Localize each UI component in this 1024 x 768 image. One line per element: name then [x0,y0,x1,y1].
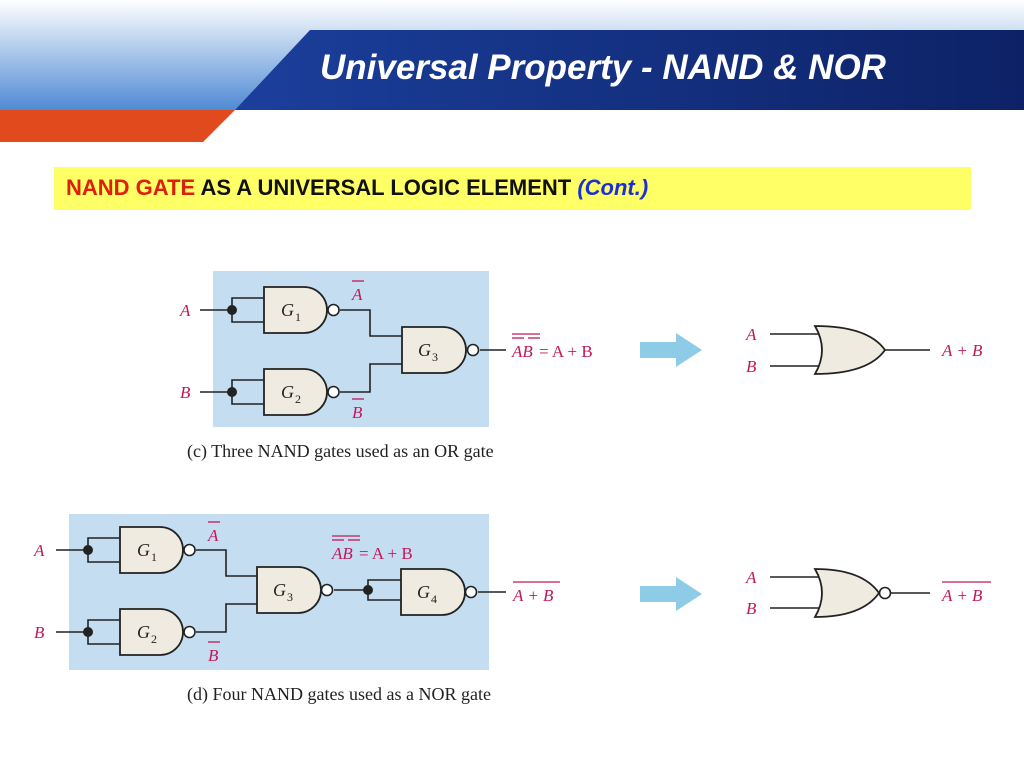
inversion-bubble [464,585,478,599]
nand-gate-g3: G 3 [401,326,480,374]
junction-dot-b [83,627,93,637]
junction-dot-a [83,545,93,555]
header-band [0,0,1024,142]
gate-label: G [281,382,294,402]
inversion-bubble [327,303,340,317]
input-a-label: A [33,541,45,560]
input-b-label: B [180,383,191,402]
equiv-b-label: B [746,599,757,618]
input-a-label: A [179,301,191,320]
gate-subscript: 1 [295,310,301,324]
output-expression: A + B [512,586,554,605]
banner-cont: (Cont.) [577,175,649,200]
inversion-bubble [320,583,334,597]
inversion-bubble [466,343,480,357]
section-banner: NAND GATE AS A UNIVERSAL LOGIC ELEMENT (… [54,167,971,210]
figure-d: G 1 G 2 G 3 G 4 A B A [33,514,991,705]
gate-subscript: 2 [295,392,301,406]
nand-gate-g2: G 2 [119,608,196,656]
junction-dot-b [227,387,237,397]
mid-expression-rhs: = A + B [359,544,413,563]
inversion-bubble [327,385,340,399]
mid-expression-lhs: AB [331,544,353,563]
equiv-output-label: A + B [941,586,983,605]
nand-gate-body [119,608,184,656]
gate-label: G [273,580,286,600]
inversion-bubble [878,586,892,600]
header-dark-band [235,30,1024,110]
junction-dot-g3 [363,585,373,595]
right-arrow-icon [640,577,702,611]
or-gate-symbol [770,325,930,375]
a-bar-label: A [207,526,219,545]
gate-subscript: 2 [151,632,157,646]
nand-gate-body [400,568,466,616]
output-expression-rhs: = A + B [539,342,593,361]
gate-label: G [418,340,431,360]
nand-gate-body [401,326,467,374]
figure-c-caption: (c) Three NAND gates used as an OR gate [187,441,494,462]
gate-label: G [137,622,150,642]
output-expression-lhs: AB [511,342,533,361]
banner-nand-gate: NAND GATE [66,175,196,200]
figure-d-caption: (d) Four NAND gates used as a NOR gate [187,684,491,705]
b-bar-label: B [208,646,219,665]
or-gate-body [813,325,887,375]
gate-subscript: 3 [287,590,293,604]
header-orange-accent [0,110,235,142]
right-arrow-icon [640,333,702,367]
slide-title: Universal Property - NAND & NOR [320,48,886,87]
input-b-label: B [34,623,45,642]
nand-gate-g1: G 1 [263,286,340,334]
a-bar-label: A [351,285,363,304]
nand-gate-body [263,286,328,334]
nand-gate-g2: G 2 [263,368,340,416]
inversion-bubble [183,625,196,639]
b-bar-label: B [352,403,363,422]
nor-gate-body [813,568,881,618]
nor-gate-symbol [770,568,930,618]
equiv-a-label: A [745,568,757,587]
equiv-a-label: A [745,325,757,344]
nand-gate-body [119,526,184,574]
gate-label: G [281,300,294,320]
equiv-output-label: A + B [941,341,983,360]
equiv-b-label: B [746,357,757,376]
figure-c: G 1 G 2 G 3 A B A B AB = A + B [179,271,983,462]
nand-gate-body [263,368,328,416]
nand-gate-body [256,566,322,614]
gate-subscript: 4 [431,592,437,606]
nand-gate-g1: G 1 [119,526,196,574]
inversion-bubble [183,543,196,557]
nand-gate-g3: G 3 [256,566,334,614]
gate-label: G [417,582,430,602]
gate-subscript: 1 [151,550,157,564]
nand-gate-g4: G 4 [400,568,478,616]
banner-universal-text: AS A UNIVERSAL LOGIC ELEMENT [195,175,578,200]
gate-label: G [137,540,150,560]
gate-subscript: 3 [432,350,438,364]
junction-dot-a [227,305,237,315]
